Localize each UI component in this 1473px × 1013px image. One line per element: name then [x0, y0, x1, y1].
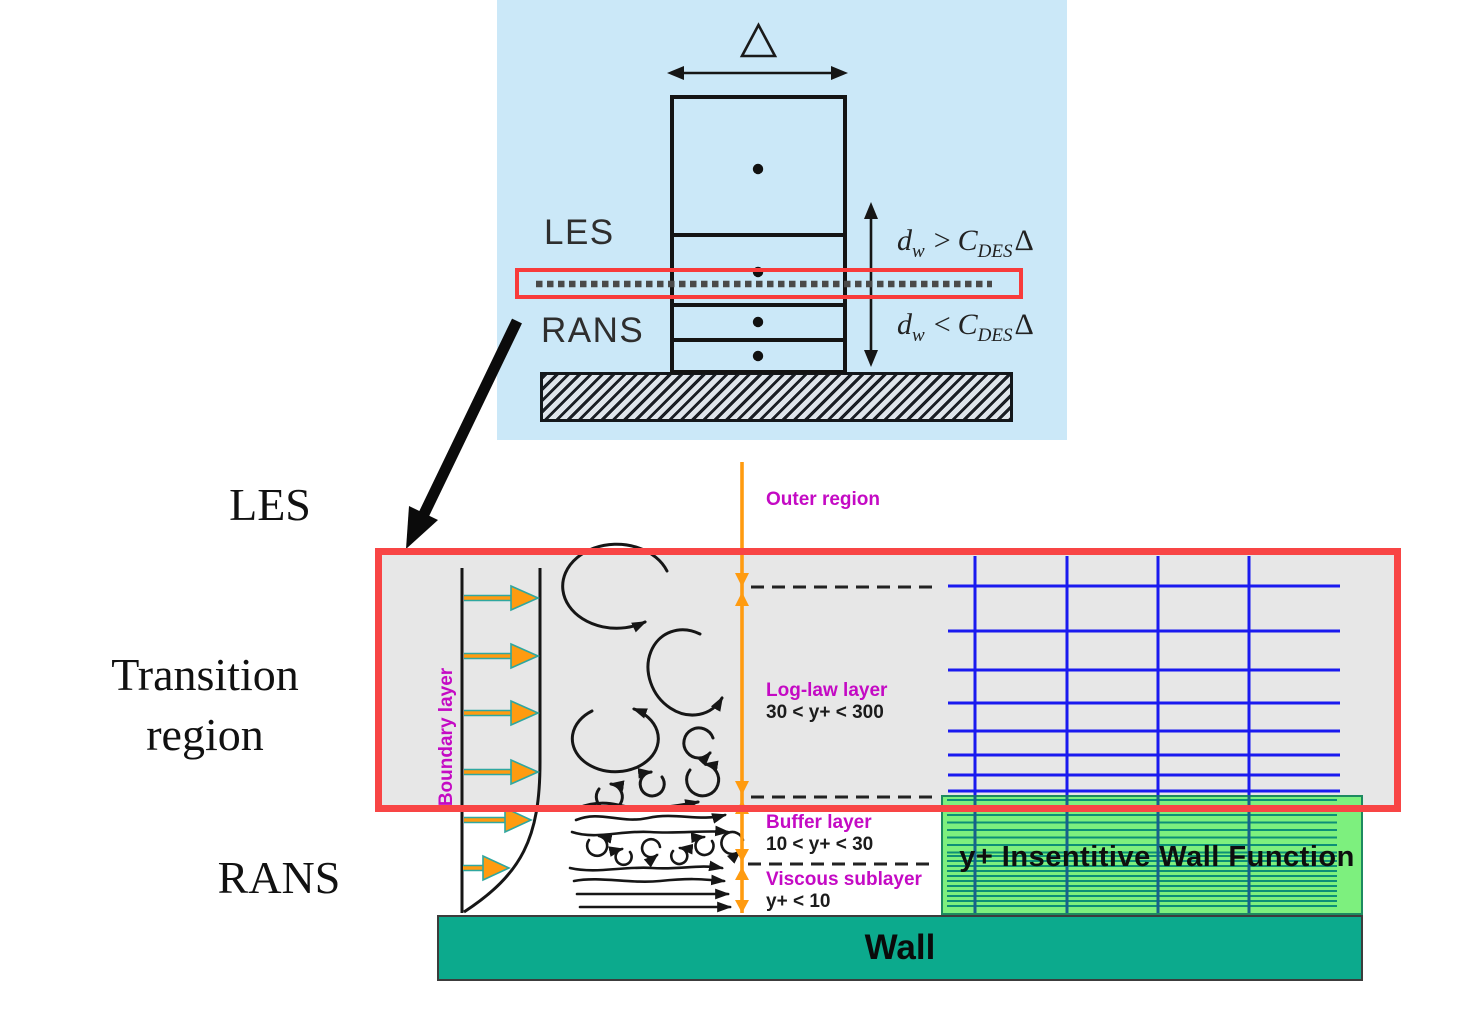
outer-region-label: Outer region [766, 489, 881, 510]
eq-c: C [957, 308, 978, 341]
panel-les-label: LES [544, 213, 615, 252]
eq-sub-w: w [912, 325, 925, 346]
near-wall-streamlines [568, 813, 745, 913]
loglaw-layer-label: Log-law layer [766, 680, 888, 701]
les-mesh-grid [948, 556, 1340, 795]
grid-cells [670, 95, 847, 374]
eq-relation: < [933, 308, 951, 341]
boundary-layer-label: Boundary layer [436, 667, 457, 807]
cell-center-dots [752, 163, 764, 362]
rans-region-label: RANS [217, 852, 341, 903]
viscous-range-label: y+ < 10 [766, 891, 831, 912]
zoom-arrow [406, 318, 522, 549]
wall-bar [437, 915, 1363, 981]
loglaw-range-label: 30 < y+ < 300 [766, 702, 884, 723]
panel-rans-label: RANS [541, 311, 645, 350]
eq-delta: Δ [1014, 224, 1034, 257]
transition-line1: Transition [111, 649, 299, 700]
eq-relation: > [933, 224, 951, 257]
rans-condition-equation: dw <CDESΔ [897, 308, 1034, 347]
layer-boundary-dashes [748, 585, 932, 866]
viscous-sublayer-label: Viscous sublayer [766, 869, 922, 890]
wall-function-label: y+ Insentitive Wall Function [959, 841, 1355, 873]
eq-d: d [897, 308, 912, 341]
les-condition-equation: dw >CDESΔ [897, 224, 1034, 263]
buffer-range-label: 10 < y+ < 30 [766, 834, 874, 855]
eq-sub-des: DES [977, 241, 1013, 262]
eq-sub-w: w [912, 241, 925, 262]
transition-region-fill [375, 548, 1401, 812]
transition-region-label: Transition region [111, 645, 298, 765]
eq-d: d [897, 224, 912, 257]
delta-symbol [739, 22, 778, 58]
eq-delta: Δ [1014, 308, 1034, 341]
wall-function-grid-box [941, 795, 1363, 915]
eq-c: C [957, 224, 978, 257]
transition-region-box [375, 548, 1401, 812]
delta-width-arrow [667, 66, 848, 80]
velocity-arrows [463, 584, 540, 882]
transition-line2: region [146, 708, 264, 760]
velocity-profile [460, 568, 542, 914]
wall-label: Wall [864, 928, 936, 967]
interface-highlight-box [515, 268, 1023, 299]
hatched-wall [540, 372, 1013, 422]
wall-function-mesh-verticals [973, 795, 1251, 913]
eq-sub-des: DES [977, 325, 1013, 346]
buffer-layer-label: Buffer layer [766, 812, 872, 833]
les-region-label: LES [229, 479, 311, 530]
